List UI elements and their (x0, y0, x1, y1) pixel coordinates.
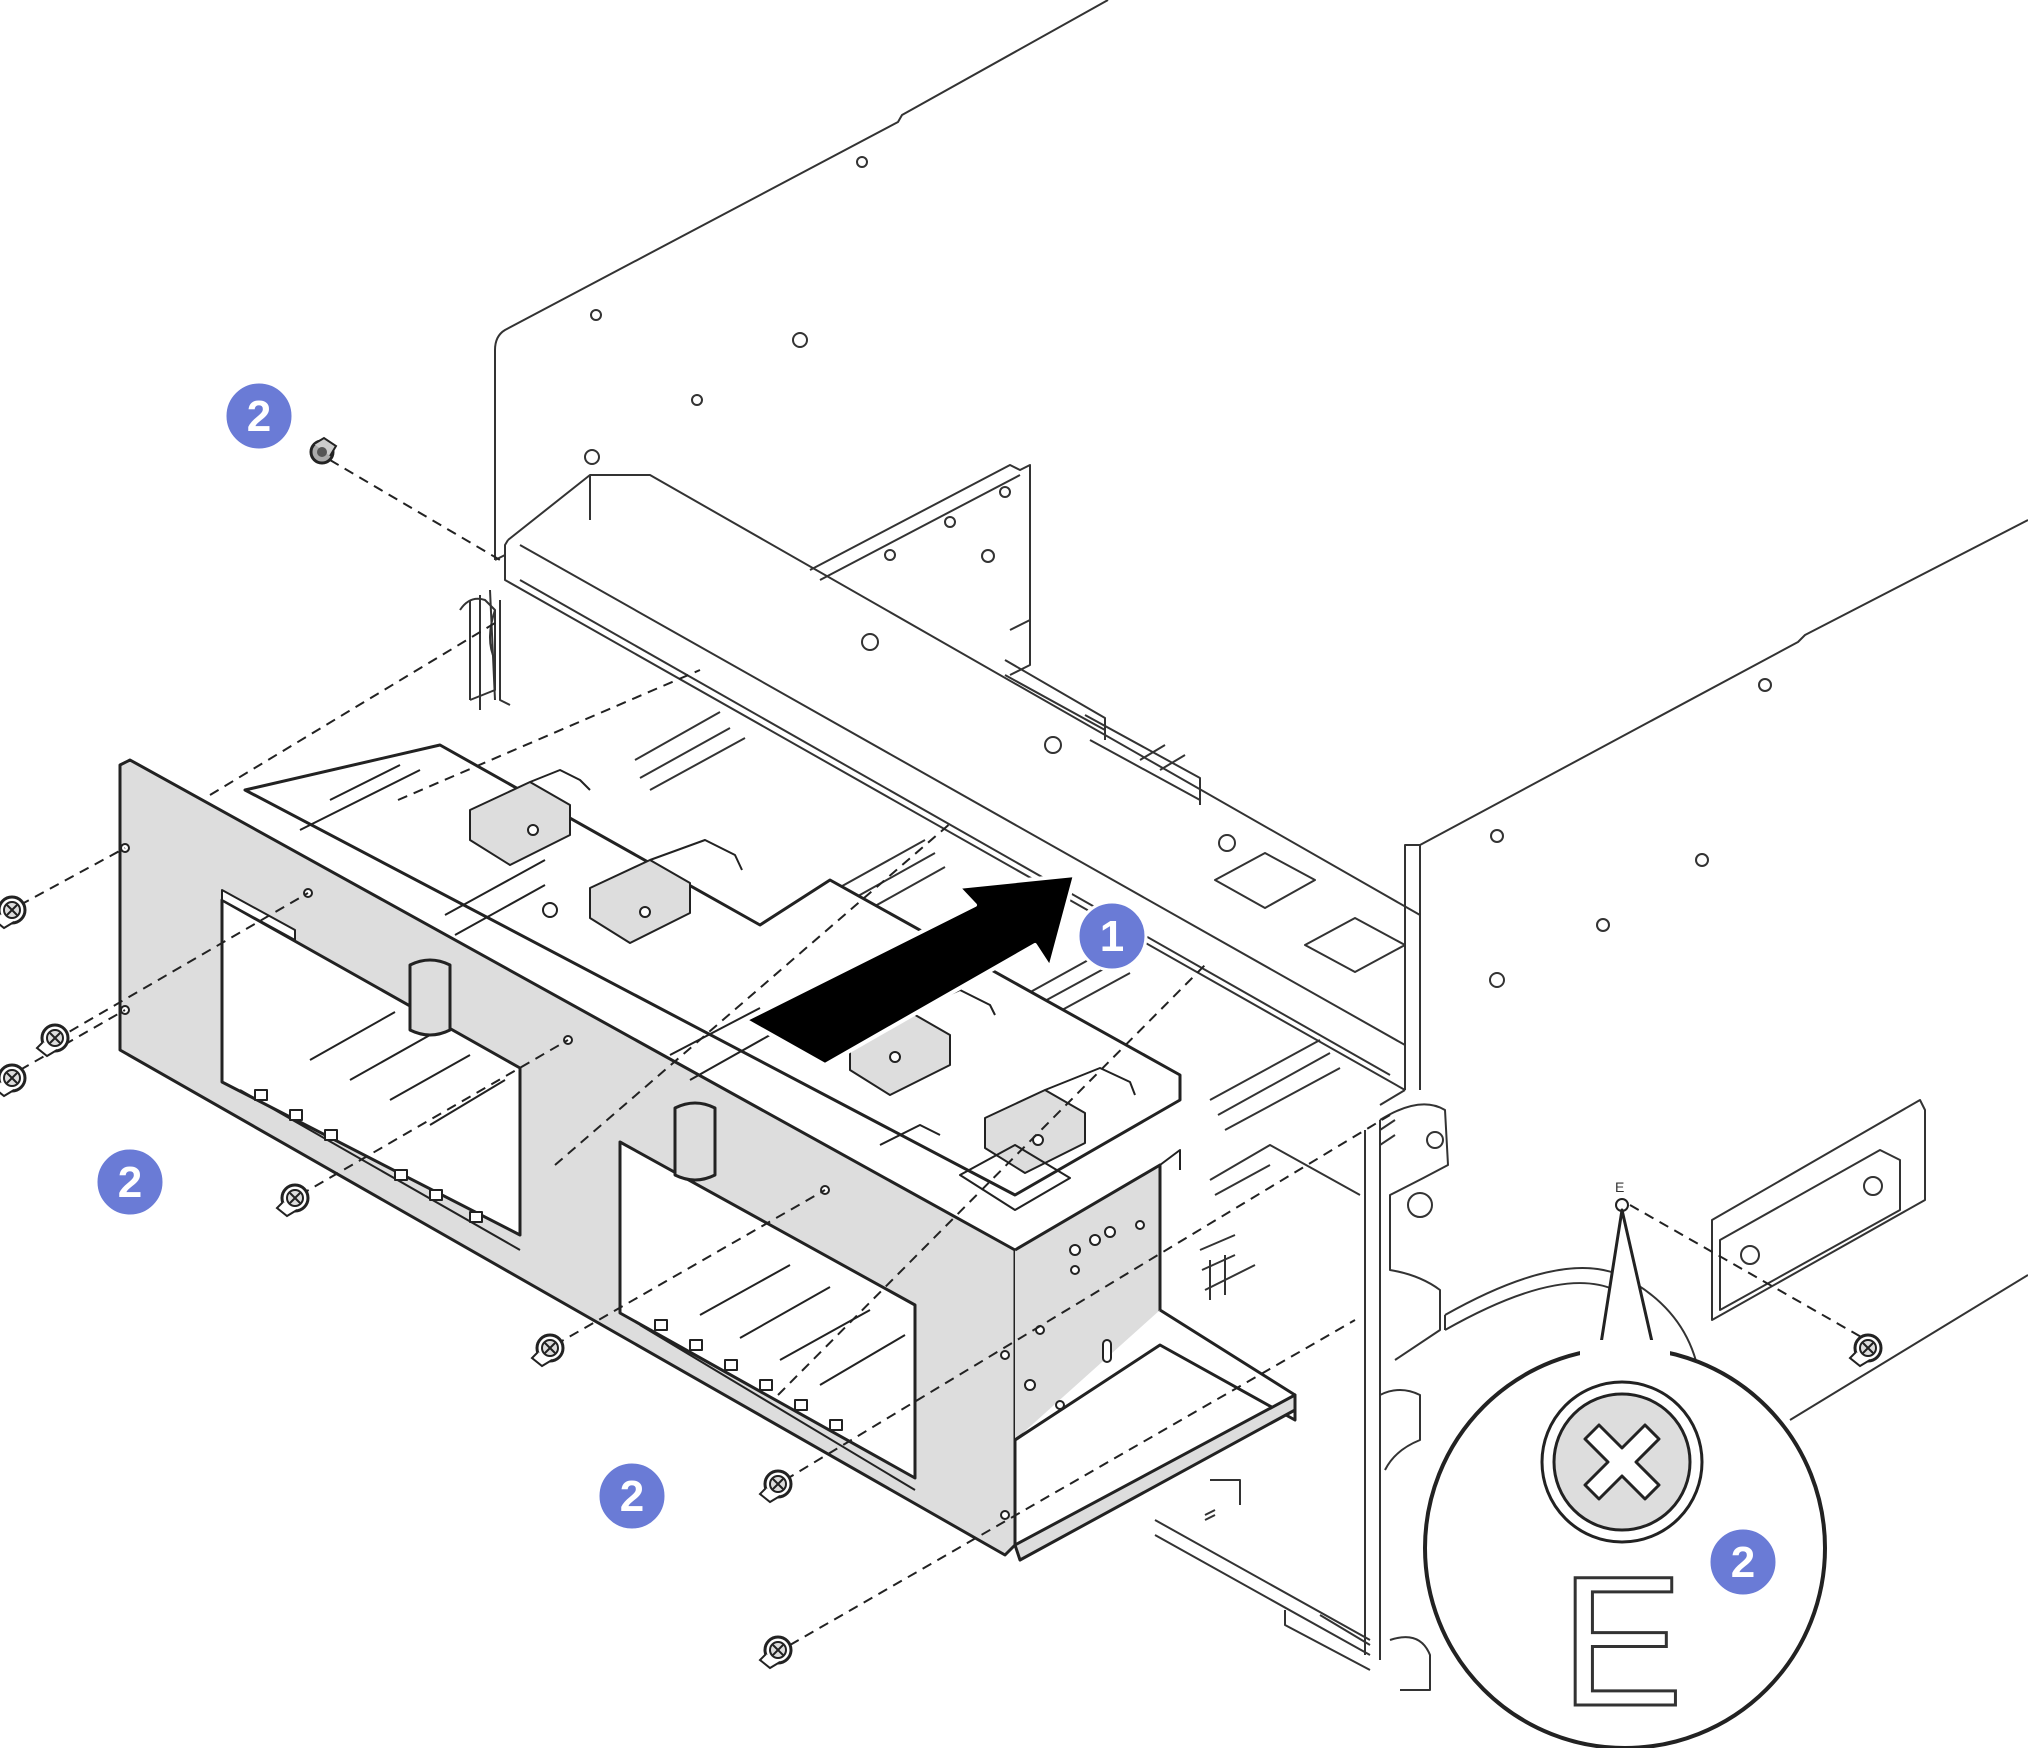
detail-magnifier: E (1423, 1208, 1827, 1750)
push-direction-arrow (743, 873, 1077, 1067)
screw-icon (758, 1469, 793, 1504)
callout-step-1: 1 (1076, 900, 1148, 972)
screw-icon (309, 436, 338, 465)
screw-icon (0, 1063, 27, 1098)
callout-label: 2 (1731, 1538, 1755, 1587)
screw-head-icon (1540, 1380, 1704, 1544)
screw-icon (0, 895, 27, 930)
chassis-screw-hole: E (1615, 1179, 1629, 1212)
screw-icon (275, 1183, 310, 1218)
callout-label: 2 (620, 1472, 644, 1521)
stamp-letter: E (1560, 1539, 1683, 1745)
callout-label: 2 (118, 1158, 142, 1207)
screw-icon (530, 1333, 565, 1368)
callout-step-2-top-left: 2 (223, 380, 295, 452)
chassis-e-mark: E (1615, 1179, 1624, 1195)
screw-icon (35, 1023, 70, 1058)
callout-step-2-bottom: 2 (596, 1460, 668, 1532)
alignment-lines (19, 459, 1871, 1646)
server-chassis (459, 0, 2028, 1691)
callout-step-2-detail: 2 (1707, 1526, 1779, 1598)
drive-cage (118, 743, 1297, 1562)
screw-icon (758, 1635, 793, 1670)
callout-label: 1 (1100, 912, 1124, 961)
callout-label: 2 (247, 392, 271, 441)
callout-step-2-left: 2 (94, 1146, 166, 1218)
screw-icon (1848, 1333, 1883, 1368)
